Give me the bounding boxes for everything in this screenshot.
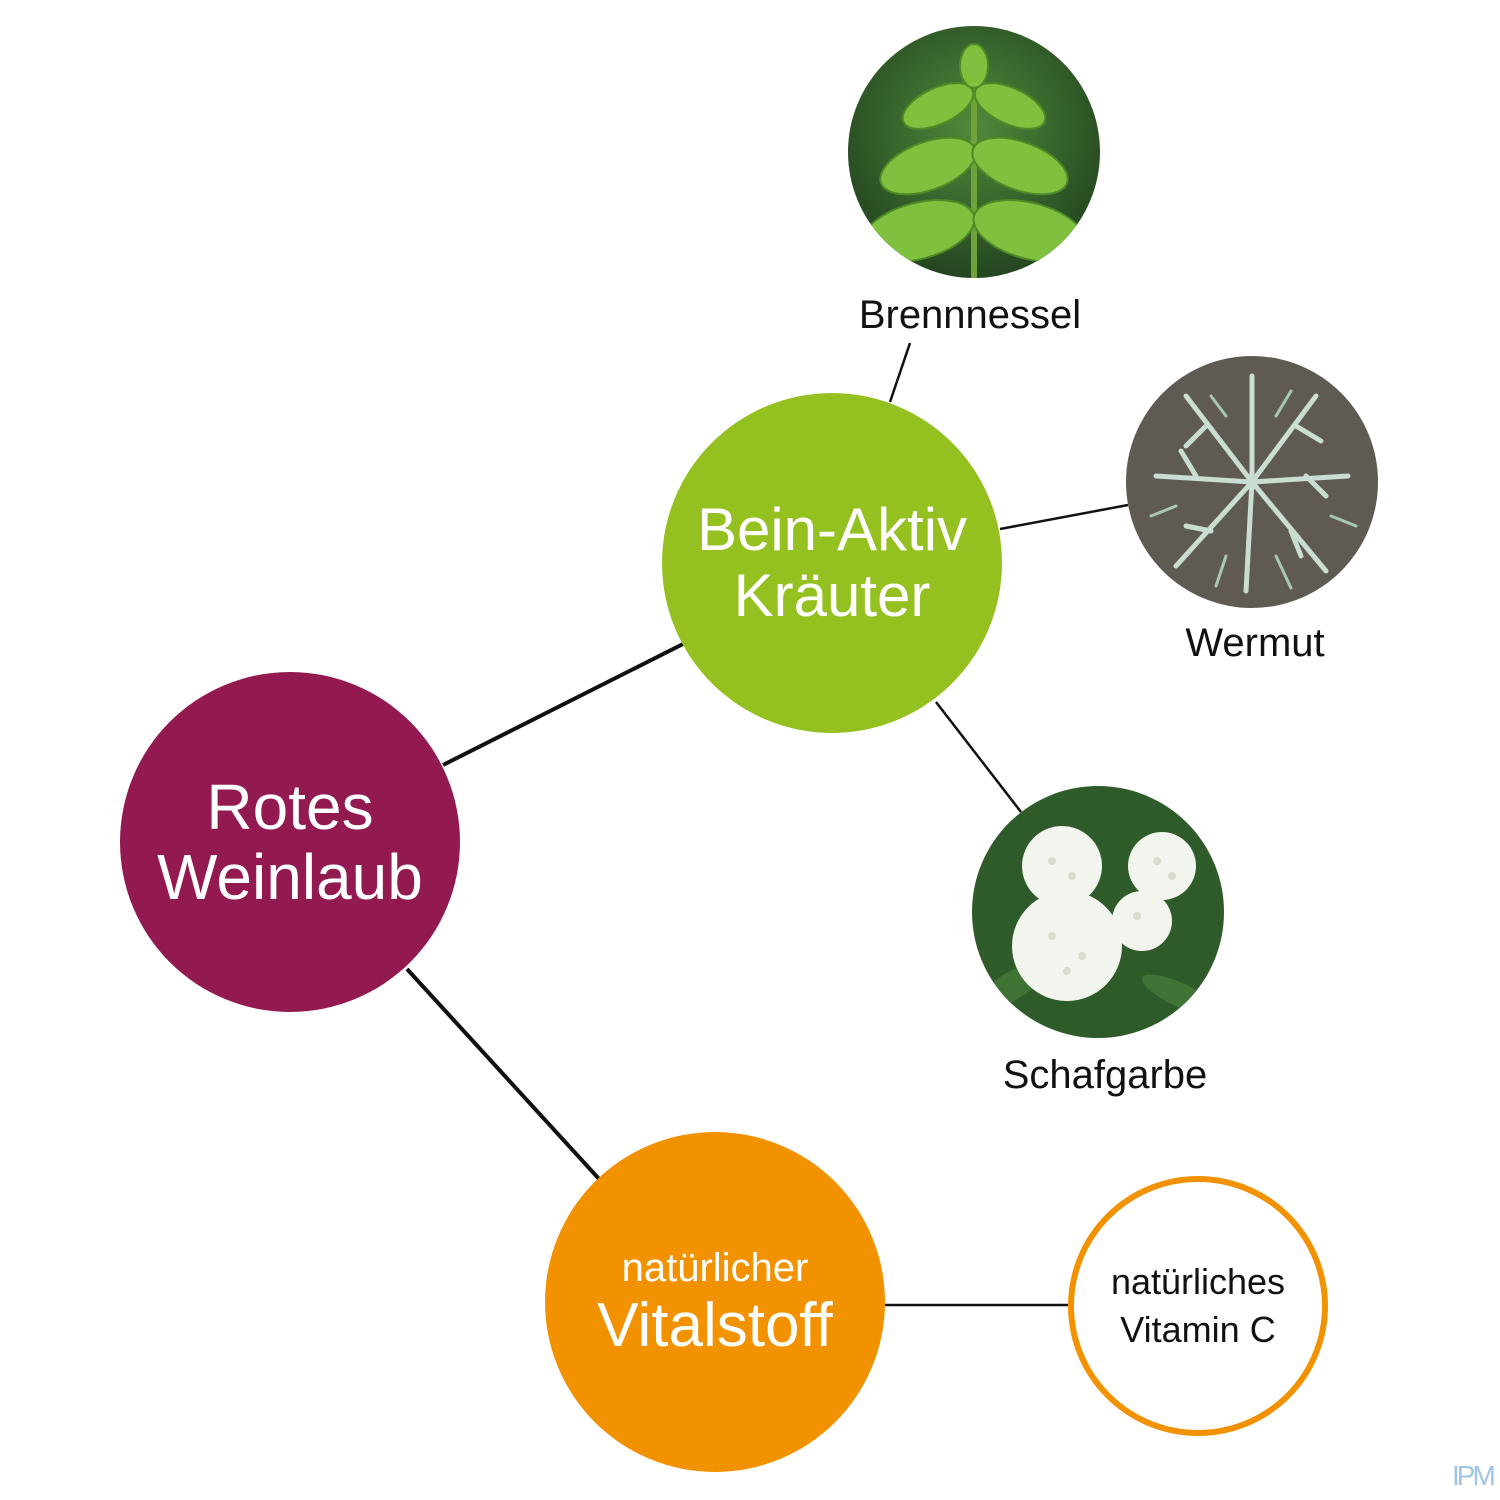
watermark-logo: IPM — [1452, 1460, 1496, 1491]
line-weinlaub-vitalstoff — [405, 967, 602, 1182]
line-kraeuter-brennnessel — [888, 342, 912, 403]
node-bein-aktiv-line1: Bein-Aktiv — [696, 496, 968, 563]
node-natuerliches-vitamin-c: natürliches Vitamin C — [1068, 1176, 1328, 1436]
line-kraeuter-schafgarbe — [935, 701, 1022, 813]
node-bein-aktiv-line2: Kräuter — [733, 562, 931, 629]
caption-wermut: Wermut — [1185, 621, 1325, 665]
caption-schafgarbe: Schafgarbe — [1002, 1053, 1208, 1097]
node-rotes-weinlaub-line2: Weinlaub — [157, 841, 423, 913]
wormwood-photo — [1126, 356, 1378, 608]
node-vitalstoff-line1: natürlicher — [621, 1246, 809, 1290]
node-vitalstoff-line2: Vitalstoff — [597, 1291, 833, 1360]
node-natuerlicher-vitalstoff: natürlicher Vitalstoff — [545, 1132, 885, 1472]
line-weinlaub-kraeuter — [442, 642, 684, 767]
caption-brennnessel: Brennnessel — [858, 293, 1082, 337]
node-bein-aktiv-kraeuter: Bein-Aktiv Kräuter — [662, 393, 1002, 733]
node-rotes-weinlaub: Rotes Weinlaub — [120, 672, 460, 1012]
nettle-photo — [848, 26, 1100, 278]
node-vitamin-c-line2: Vitamin C — [1120, 1309, 1276, 1350]
node-vitamin-c-line1: natürliches — [1110, 1261, 1286, 1302]
node-rotes-weinlaub-line1: Rotes — [206, 771, 374, 843]
line-kraeuter-wermut — [999, 503, 1129, 531]
yarrow-photo — [972, 786, 1224, 1038]
